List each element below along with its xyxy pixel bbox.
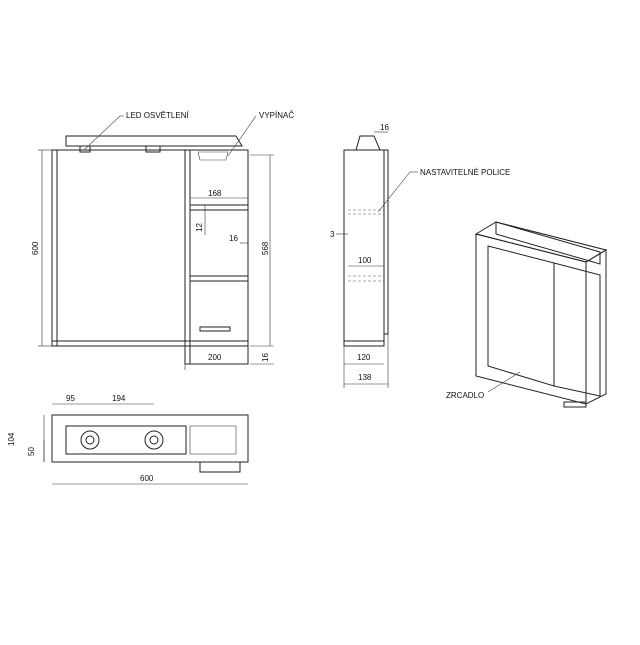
dim-168: 168: [208, 189, 222, 198]
dim-568: 568: [261, 241, 270, 255]
dim-16-bottom: 16: [261, 353, 270, 362]
iso-mirror: [487, 245, 555, 387]
lamp-left: [80, 430, 100, 450]
plan-view: 95 194 104 50 600: [7, 394, 249, 485]
lamp-right: [144, 430, 164, 450]
led-lamp-bar: [65, 135, 243, 147]
iso-lamp: [495, 221, 601, 265]
dim-12: 12: [195, 223, 204, 232]
plan-handle: [199, 461, 241, 473]
dim-100: 100: [358, 256, 372, 265]
front-view: LED OSVĚTLENÍ VYPÍNAČ 168 12 16 600 568 …: [31, 111, 294, 370]
dim-50: 50: [27, 447, 36, 456]
side-view: 16 NASTAVITELNÉ POLICE 3 100 120 138: [330, 123, 510, 388]
label-shelves: NASTAVITELNÉ POLICE: [420, 168, 510, 177]
dim-16-shelf: 16: [229, 234, 238, 243]
led-lamp-left: [79, 145, 91, 153]
cabinet-body: [51, 149, 249, 347]
switch-area: [189, 425, 237, 455]
isometric-view: ZRCADLO: [446, 221, 608, 408]
dim-95: 95: [66, 394, 75, 403]
dim-600-front: 600: [31, 241, 40, 255]
dim-3: 3: [330, 230, 335, 239]
dim-16-top: 16: [380, 123, 389, 132]
lamp-housing: [65, 425, 187, 455]
side-door-edge: [383, 149, 389, 335]
iso-body: [475, 233, 587, 405]
dim-194: 194: [112, 394, 126, 403]
iso-door: [553, 262, 601, 397]
dim-138: 138: [358, 373, 372, 382]
side-lamp: [355, 135, 381, 151]
plan-body: [51, 414, 249, 463]
dim-200: 200: [208, 353, 222, 362]
label-mirror: ZRCADLO: [446, 391, 484, 400]
led-lamp-right: [145, 145, 161, 153]
switch-box: [197, 151, 229, 161]
iso-handle: [563, 401, 587, 408]
label-led: LED OSVĚTLENÍ: [126, 111, 189, 120]
side-body: [343, 149, 385, 347]
dim-600-plan: 600: [140, 474, 154, 483]
dim-120: 120: [357, 353, 371, 362]
side-door: [184, 149, 249, 365]
label-switch: VYPÍNAČ: [259, 111, 294, 120]
door-handle: [199, 326, 231, 332]
dim-104: 104: [7, 432, 16, 446]
